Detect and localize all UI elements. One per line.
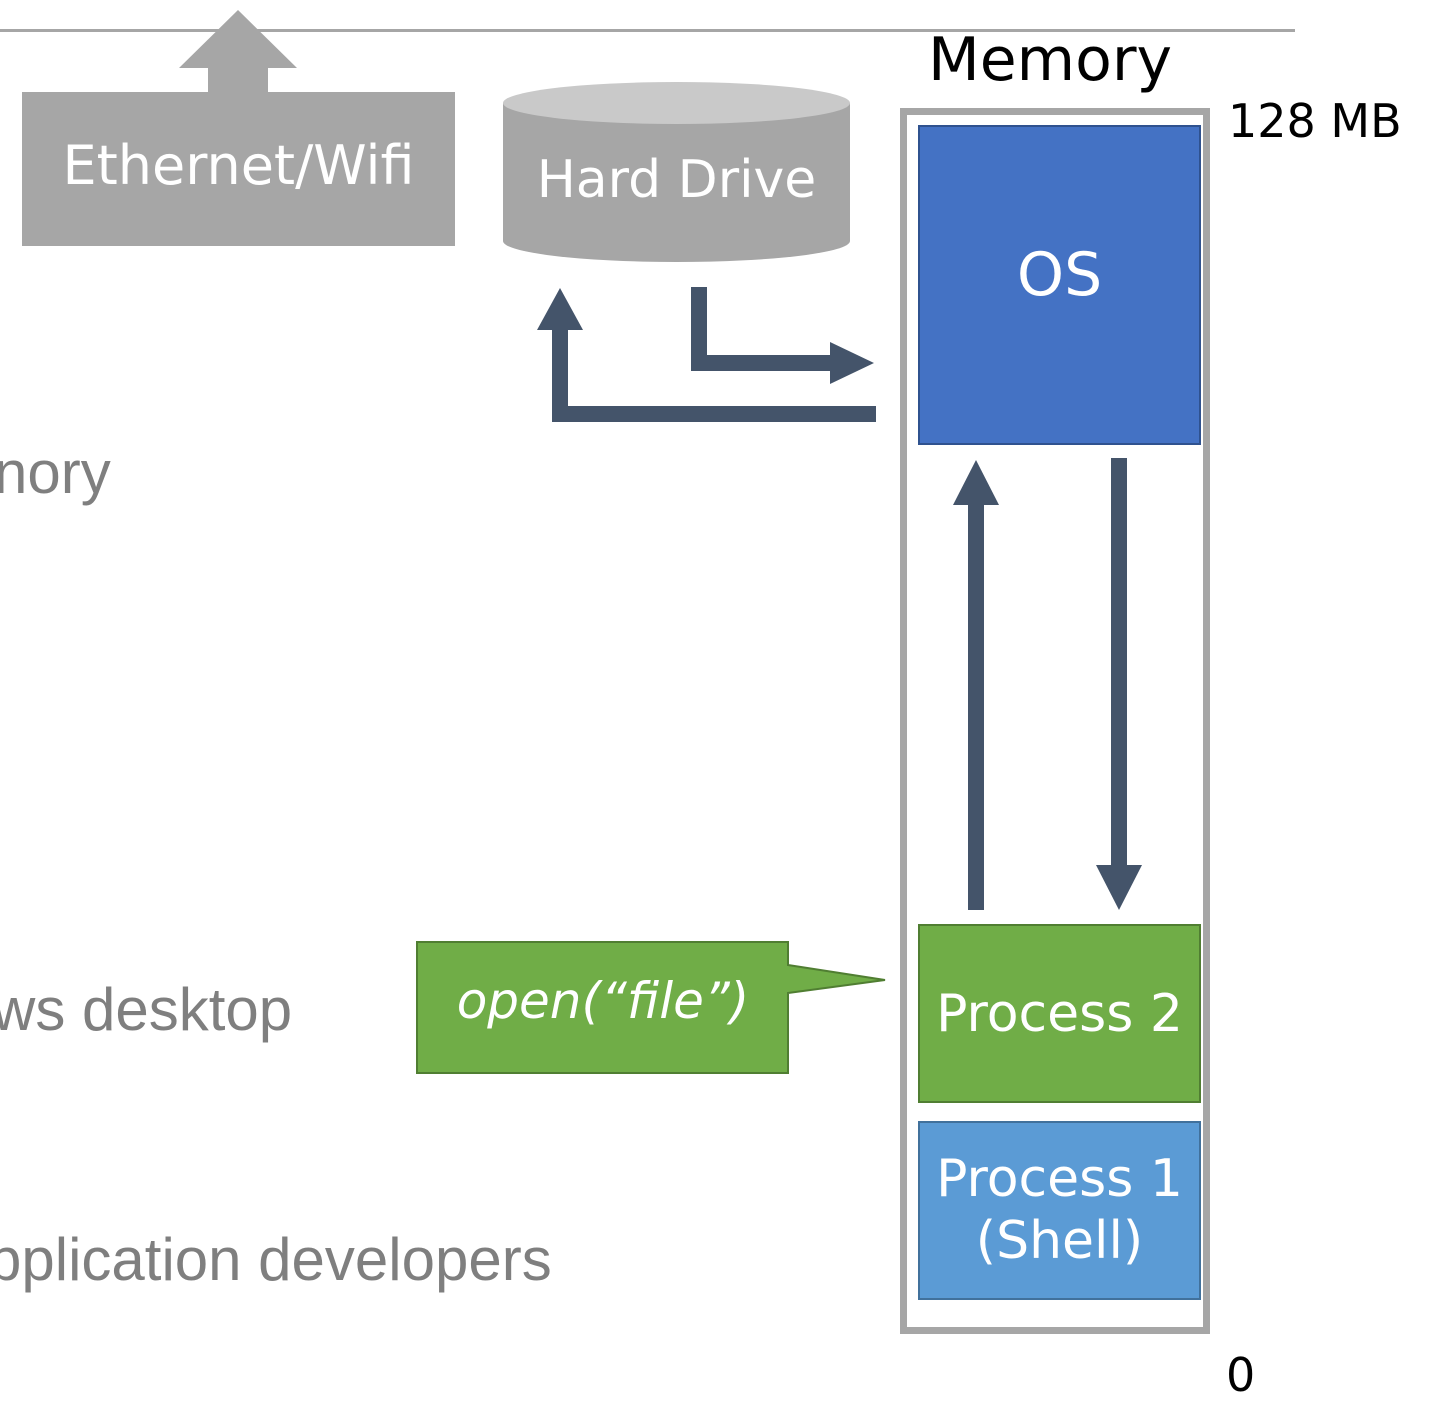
process-2-label: Process 2 (936, 983, 1183, 1044)
os-to-process-arrowhead (1096, 865, 1142, 910)
drive-to-os-arrowhead (830, 342, 874, 384)
os-label: OS (1016, 240, 1103, 310)
ethernet-wifi-box: Ethernet/Wifi (22, 92, 455, 246)
background-text-line-2: ws desktop (0, 976, 293, 1043)
drive-to-os-arrow (691, 287, 830, 371)
memory-top-address: 128 MB (1228, 94, 1402, 148)
ethernet-wifi-label: Ethernet/Wifi (62, 133, 415, 197)
background-text-line-1: nory (0, 439, 111, 506)
top-rule (0, 29, 1295, 32)
os-to-drive-arrowhead (537, 288, 583, 330)
network-up-arrow (179, 10, 297, 93)
os-block: OS (918, 125, 1201, 445)
process-1-sublabel: (Shell) (975, 1210, 1144, 1271)
process-1-block: Process 1 (Shell) (918, 1121, 1201, 1300)
memory-frame (900, 108, 1210, 1334)
callout-bubble (416, 941, 886, 1074)
memory-title: Memory (928, 25, 1173, 95)
hard-drive-cylinder (503, 82, 850, 262)
callout-text: open(“file”) (456, 972, 750, 1030)
memory-bottom-address: 0 (1226, 1348, 1256, 1402)
os-to-drive-arrow (552, 330, 876, 422)
process-2-block: Process 2 (918, 924, 1201, 1103)
hard-drive-label: Hard Drive (536, 150, 817, 210)
background-text-line-3: pplication developers (0, 1226, 552, 1293)
process-1-label: Process 1 (936, 1149, 1183, 1210)
process-to-os-arrowhead (953, 460, 999, 505)
